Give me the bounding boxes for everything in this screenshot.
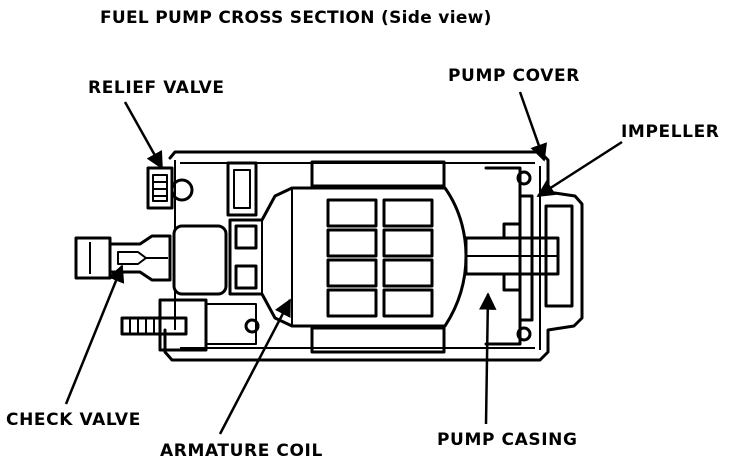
leader-pump-cover: [518, 91, 548, 162]
label-check-valve: CHECK VALVE: [6, 410, 141, 430]
label-impeller: IMPELLER: [621, 122, 719, 142]
diagram-title: FUEL PUMP CROSS SECTION (Side view): [100, 8, 492, 28]
label-pump-cover: PUMP COVER: [448, 66, 580, 86]
pump-shaft: [464, 236, 560, 276]
terminal-part: [120, 298, 260, 352]
relief-valve-part: [146, 161, 258, 217]
leader-pump-casing: [479, 292, 497, 425]
label-armature-coil: ARMATURE COIL: [160, 441, 323, 461]
leader-impeller: [536, 140, 623, 198]
check-valve-part: [74, 224, 228, 296]
leader-armature-coil: [218, 298, 292, 435]
label-relief-valve: RELIEF VALVE: [88, 78, 225, 98]
label-pump-casing: PUMP CASING: [437, 430, 578, 450]
leader-relief-valve: [123, 101, 164, 170]
leader-check-valve: [64, 264, 125, 405]
armature-coil-part: [228, 160, 468, 354]
